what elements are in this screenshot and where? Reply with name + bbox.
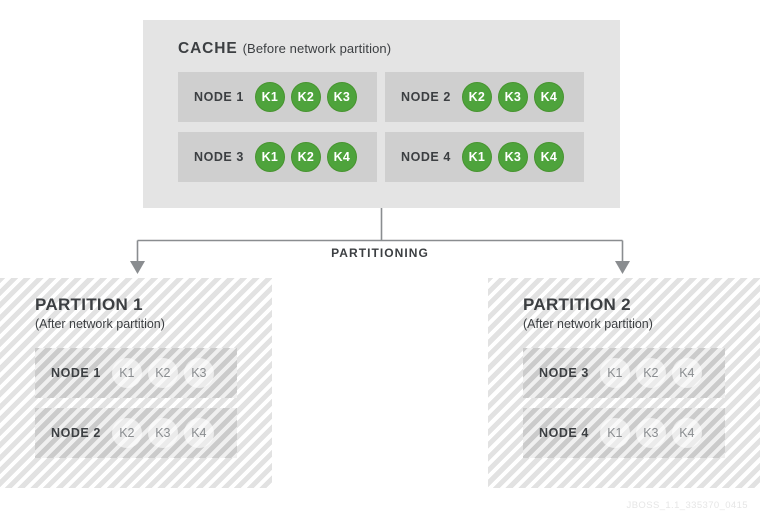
node-keys: K1 K2 K4 bbox=[599, 358, 708, 388]
key-circle: K2 bbox=[290, 142, 321, 172]
node-keys: K1 K2 K4 bbox=[254, 142, 363, 172]
node-label: NODE 1 bbox=[194, 90, 244, 104]
key-circle: K4 bbox=[326, 142, 357, 172]
cache-title-main: CACHE bbox=[178, 40, 238, 57]
key-circle: K1 bbox=[254, 82, 285, 112]
node-label: NODE 4 bbox=[401, 150, 451, 164]
cache-container: CACHE (Before network partition) NODE 1 K… bbox=[143, 20, 620, 208]
arrowhead-right-icon bbox=[615, 261, 630, 274]
node-keys: K1 K3 K4 bbox=[599, 418, 708, 448]
partition-title-subtitle: (After network partition) bbox=[35, 317, 165, 331]
key-circle: K1 bbox=[111, 358, 142, 388]
key-circle: K1 bbox=[461, 142, 492, 172]
key-circle: K3 bbox=[497, 82, 528, 112]
key-circle: K4 bbox=[533, 82, 564, 112]
watermark-label: JBOSS_1.1_335370_0415 bbox=[626, 500, 748, 511]
node-label: NODE 2 bbox=[401, 90, 451, 104]
key-circle: K1 bbox=[599, 418, 630, 448]
key-circle: K4 bbox=[671, 358, 702, 388]
partition-node-row: NODE 1 K1 K2 K3 bbox=[35, 348, 237, 398]
node-keys: K2 K3 K4 bbox=[461, 82, 570, 112]
key-circle: K3 bbox=[635, 418, 666, 448]
partition-node-row: NODE 2 K2 K3 K4 bbox=[35, 408, 237, 458]
key-circle: K2 bbox=[111, 418, 142, 448]
key-circle: K3 bbox=[497, 142, 528, 172]
key-circle: K2 bbox=[461, 82, 492, 112]
partition-1-title: PARTITION 1 (After network partition) bbox=[35, 295, 165, 332]
cache-node-row: NODE 2 K2 K3 K4 bbox=[385, 72, 584, 122]
partition-2-title: PARTITION 2 (After network partition) bbox=[523, 295, 653, 332]
key-circle: K1 bbox=[599, 358, 630, 388]
arrowhead-left-icon bbox=[130, 261, 145, 274]
partition-node-row: NODE 3 K1 K2 K4 bbox=[523, 348, 725, 398]
node-keys: K1 K3 K4 bbox=[461, 142, 570, 172]
cache-title: CACHE (Before network partition) bbox=[178, 40, 391, 58]
partition-1-container: PARTITION 1 (After network partition) NO… bbox=[0, 278, 272, 488]
key-circle: K2 bbox=[635, 358, 666, 388]
partition-title-main: PARTITION 1 bbox=[35, 295, 143, 314]
key-circle: K4 bbox=[533, 142, 564, 172]
key-circle: K3 bbox=[183, 358, 214, 388]
node-label: NODE 2 bbox=[51, 426, 101, 440]
node-keys: K1 K2 K3 bbox=[254, 82, 363, 112]
node-label: NODE 3 bbox=[194, 150, 244, 164]
partition-title-main: PARTITION 2 bbox=[523, 295, 631, 314]
cache-title-subtitle: (Before network partition) bbox=[242, 41, 392, 56]
key-circle: K1 bbox=[254, 142, 285, 172]
partition-title-subtitle: (After network partition) bbox=[523, 317, 653, 331]
node-label: NODE 1 bbox=[51, 366, 101, 380]
partition-2-container: PARTITION 2 (After network partition) NO… bbox=[488, 278, 760, 488]
node-keys: K2 K3 K4 bbox=[111, 418, 220, 448]
cache-node-row: NODE 4 K1 K3 K4 bbox=[385, 132, 584, 182]
node-label: NODE 3 bbox=[539, 366, 589, 380]
partitioning-label: PARTITIONING bbox=[331, 246, 429, 260]
cache-node-row: NODE 1 K1 K2 K3 bbox=[178, 72, 377, 122]
key-circle: K3 bbox=[326, 82, 357, 112]
key-circle: K2 bbox=[290, 82, 321, 112]
key-circle: K4 bbox=[671, 418, 702, 448]
key-circle: K4 bbox=[183, 418, 214, 448]
key-circle: K3 bbox=[147, 418, 178, 448]
node-keys: K1 K2 K3 bbox=[111, 358, 220, 388]
partition-node-row: NODE 4 K1 K3 K4 bbox=[523, 408, 725, 458]
key-circle: K2 bbox=[147, 358, 178, 388]
node-label: NODE 4 bbox=[539, 426, 589, 440]
cache-node-row: NODE 3 K1 K2 K4 bbox=[178, 132, 377, 182]
